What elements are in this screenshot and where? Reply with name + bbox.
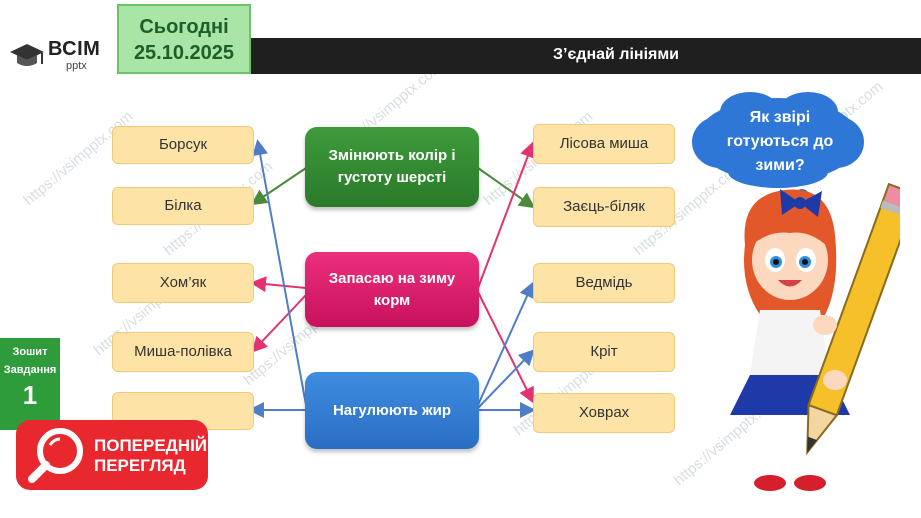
- graduation-cap-icon: [10, 44, 44, 66]
- line-blue-krit: [477, 349, 535, 409]
- center-blue-label: Нагулюють жир: [332, 401, 452, 419]
- line-green-zayets: [477, 167, 536, 209]
- line-green-bilka: [250, 167, 307, 206]
- task-label: Завдання: [3, 364, 57, 376]
- workbook-label: Зошит: [12, 346, 48, 358]
- left-item-label: Миша-полівка: [134, 343, 232, 360]
- magnifier-icon: [28, 428, 83, 483]
- left-item-label: Хом’як: [159, 274, 207, 291]
- line-pink-lisova: [477, 141, 536, 289]
- title-bar: З’єднай лініями: [251, 38, 921, 74]
- center-pink-line2: корм: [373, 291, 411, 309]
- cloud-line3: зими?: [755, 157, 805, 174]
- logo-sub: pptx: [66, 60, 87, 72]
- right-item-label: Ведмідь: [575, 274, 633, 291]
- line-pink-mysha: [251, 294, 307, 353]
- girl-with-pencil-illustration: [730, 182, 900, 491]
- left-item-mysha-polivka[interactable]: Миша-полівка: [112, 332, 254, 372]
- right-item-khovrakh[interactable]: Ховрах: [533, 393, 675, 433]
- thought-cloud: Як звірі готуються до зими?: [690, 92, 866, 214]
- date-box: Сьогодні 25.10.2025: [117, 4, 251, 74]
- left-item-khomyak[interactable]: Хом’як: [112, 263, 254, 303]
- right-item-krit[interactable]: Кріт: [533, 332, 675, 372]
- center-pink-line1: Запасаю на зиму: [328, 269, 456, 287]
- cloud-icon: [692, 92, 864, 214]
- center-green-line1: Змінюють колір і: [328, 147, 456, 164]
- cloud-line1: Як звірі: [749, 109, 811, 126]
- center-box-fatten[interactable]: Нагулюють жир: [305, 372, 479, 449]
- right-item-vedmid[interactable]: Ведмідь: [533, 263, 675, 303]
- right-item-zayets-bilyak[interactable]: Заєць-біляк: [533, 187, 675, 227]
- left-item-label: Борсук: [158, 136, 208, 153]
- right-item-label: Ховрах: [578, 404, 630, 421]
- line-pink-khomyak: [250, 276, 307, 293]
- preview-line2: ПЕРЕГЛЯД: [94, 456, 186, 475]
- cloud-line2: готуються до: [726, 133, 834, 150]
- page-title: З’єднай лініями: [552, 46, 680, 63]
- left-item-label: Білка: [164, 197, 202, 214]
- line-blue-vedmid: [477, 281, 535, 406]
- center-green-line2: густоту шерсті: [337, 169, 447, 186]
- preview-line1: ПОПЕРЕДНІЙ: [94, 436, 208, 455]
- preview-badge[interactable]: ПОПЕРЕДНІЙ ПЕРЕГЛЯД: [16, 420, 208, 490]
- left-item-borsuk[interactable]: Борсук: [112, 126, 254, 164]
- line-blue-borsuk: [252, 139, 307, 406]
- task-number: 1: [22, 380, 38, 410]
- right-item-label: Лісова миша: [559, 135, 649, 152]
- right-item-label: Заєць-біляк: [563, 198, 645, 215]
- date-label: Сьогодні: [139, 16, 229, 38]
- left-item-bilka[interactable]: Білка: [112, 187, 254, 225]
- center-box-store-food[interactable]: Запасаю на зиму корм: [305, 252, 479, 327]
- workbook-task-panel: Зошит Завдання 1: [0, 338, 60, 430]
- center-box-fur-change[interactable]: Змінюють колір і густоту шерсті: [305, 127, 479, 207]
- logo-name: ВСІМ: [48, 38, 101, 60]
- vsim-logo: ВСІМ pptx: [8, 36, 101, 76]
- right-item-lisova-mysha[interactable]: Лісова миша: [533, 124, 675, 164]
- date-value: 25.10.2025: [133, 42, 235, 64]
- right-item-label: Кріт: [590, 343, 618, 360]
